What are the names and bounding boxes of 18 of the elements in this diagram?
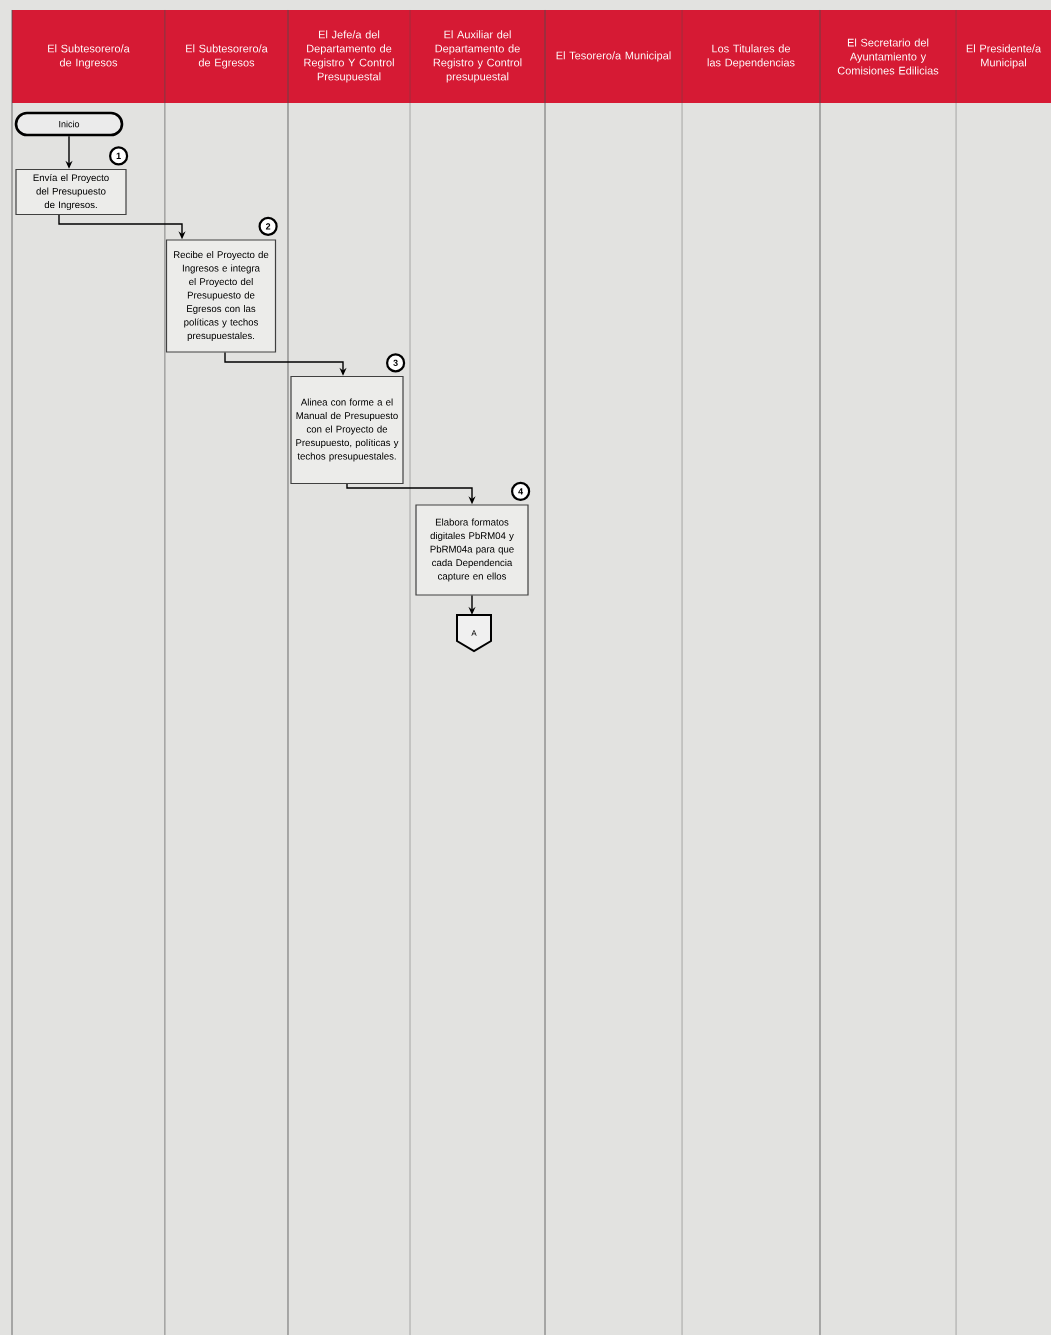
- step-number: 1: [109, 146, 129, 166]
- lane-header: El Auxiliar del Departamento de Registro y Control presupuestal: [433, 30, 522, 83]
- step-number: 4: [511, 481, 531, 501]
- lane-header: El Subtesorero/a de Egresos: [186, 44, 268, 69]
- start-terminal: Inicio: [14, 111, 124, 137]
- off-page-connector: A: [456, 614, 492, 653]
- process-box: Recibe el Proyecto de Ingresos e integra el Proyecto del Presupuesto de Egresos con las políticas y techos presupuestales.: [165, 239, 277, 353]
- lane-header: El Secretario del Ayuntamiento y Comisiones Edilicias: [837, 38, 939, 75]
- lane-header: El Tesorero/a Municipal: [556, 51, 671, 62]
- lane-header: El Jefe/a del Departamento de Registro Y Control Presupuestal: [304, 30, 394, 83]
- step-number: 2: [258, 216, 278, 236]
- process-box: Envía el Proyecto del Presupuesto de Ingresos.: [15, 168, 127, 216]
- lane-header: Los Titulares de las Dependencias: [707, 44, 795, 69]
- lane-header: El Presidente/a Municipal: [966, 44, 1042, 69]
- process-box: Elabora formatos digitales PbRM04 y PbRM04a para que cada Dependencia capture en ellos: [415, 504, 529, 596]
- lane-header: El Subtesorero/a de Ingresos: [48, 44, 130, 69]
- step-number: 3: [386, 353, 406, 373]
- process-box: Alinea con forme a el Manual de Presupuesto con el Proyecto de Presupuesto, políticas y techos presupuestales.: [290, 375, 404, 485]
